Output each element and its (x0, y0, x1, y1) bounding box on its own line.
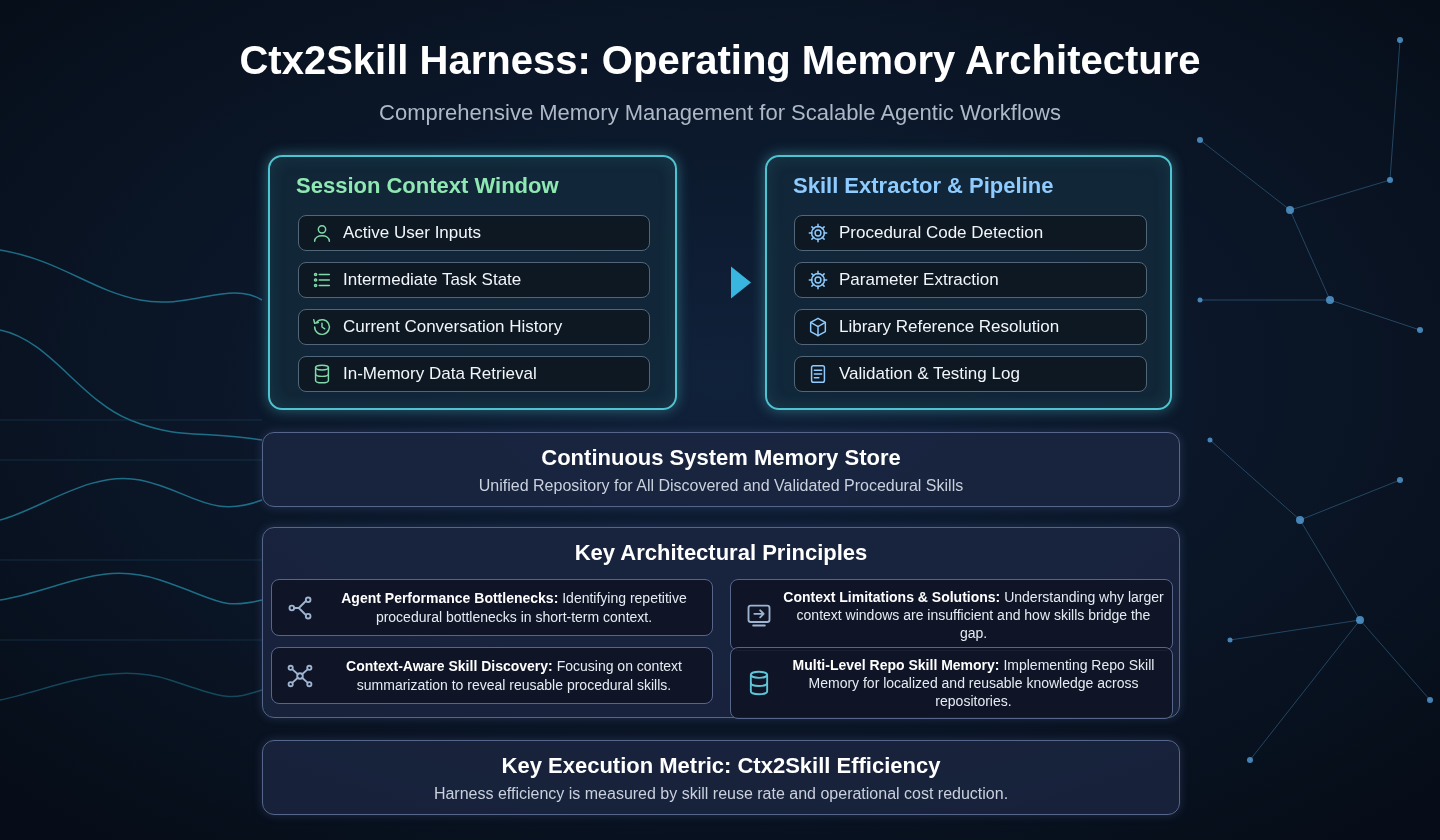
item-label: Active User Inputs (343, 223, 481, 243)
panel-box: Skill Extractor & PipelineProcedural Cod… (765, 155, 1172, 410)
band-body: Unified Repository for All Discovered an… (263, 477, 1179, 495)
icon-net (286, 662, 314, 690)
arrow-shaft (689, 280, 733, 285)
band-box: Key Execution Metric: Ctx2Skill Efficien… (262, 740, 1180, 815)
card-heading: Multi-Level Repo Skill Memory: (793, 657, 1000, 673)
icon-db (745, 669, 773, 697)
icon-cube (807, 316, 829, 338)
arrow-head (731, 267, 751, 299)
item-label: Parameter Extraction (839, 270, 999, 290)
icon-list (311, 269, 333, 291)
item-label: Current Conversation History (343, 317, 562, 337)
diagram-title: Ctx2Skill Harness: Operating Memory Arch… (0, 38, 1440, 83)
band-title: Key Execution Metric: Ctx2Skill Efficien… (263, 753, 1179, 779)
band-body: Harness efficiency is measured by skill … (263, 785, 1179, 803)
icon-doc (807, 363, 829, 385)
item-box: Current Conversation History (298, 309, 650, 345)
flow-arrow (689, 267, 751, 299)
card-heading: Context-Aware Skill Discovery: (346, 658, 553, 674)
panel-box: Session Context WindowActive User Inputs… (268, 155, 677, 410)
item-label: Intermediate Task State (343, 270, 521, 290)
item-box: Procedural Code Detection (794, 215, 1147, 251)
item-label: Validation & Testing Log (839, 364, 1020, 384)
band-title: Continuous System Memory Store (263, 445, 1179, 471)
item-box: Library Reference Resolution (794, 309, 1147, 345)
principle-card: Context-Aware Skill Discovery: Focusing … (271, 647, 713, 704)
item-box: Active User Inputs (298, 215, 650, 251)
icon-gear (807, 269, 829, 291)
item-label: Procedural Code Detection (839, 223, 1043, 243)
icon-gear (807, 222, 829, 244)
item-box: Intermediate Task State (298, 262, 650, 298)
item-box: In-Memory Data Retrieval (298, 356, 650, 392)
icon-screen (745, 601, 773, 629)
item-label: In-Memory Data Retrieval (343, 364, 537, 384)
card-paragraph: Context Limitations & Solutions: Underst… (783, 582, 1172, 649)
item-label: Library Reference Resolution (839, 317, 1059, 337)
panel-title: Session Context Window (296, 173, 559, 199)
panel-title: Skill Extractor & Pipeline (793, 173, 1053, 199)
card-paragraph: Agent Performance Bottlenecks: Identifyi… (324, 583, 712, 631)
principle-card: Context Limitations & Solutions: Underst… (730, 579, 1173, 651)
subtitle: Comprehensive Memory Management for Scal… (0, 100, 1440, 126)
icon-db (311, 363, 333, 385)
principle-card: Multi-Level Repo Skill Memory: Implement… (730, 647, 1173, 719)
icon-user (311, 222, 333, 244)
principle-card: Agent Performance Bottlenecks: Identifyi… (271, 579, 713, 636)
band-title: Key Architectural Principles (263, 540, 1179, 566)
card-heading: Context Limitations & Solutions: (783, 589, 1000, 605)
item-box: Validation & Testing Log (794, 356, 1147, 392)
band-box: Continuous System Memory StoreUnified Re… (262, 432, 1180, 507)
band-box: Key Architectural PrinciplesAgent Perfor… (262, 527, 1180, 718)
item-box: Parameter Extraction (794, 262, 1147, 298)
card-paragraph: Multi-Level Repo Skill Memory: Implement… (783, 650, 1172, 717)
card-heading: Agent Performance Bottlenecks: (341, 590, 558, 606)
icon-fork (286, 594, 314, 622)
icon-hist (311, 316, 333, 338)
card-paragraph: Context-Aware Skill Discovery: Focusing … (324, 651, 712, 699)
